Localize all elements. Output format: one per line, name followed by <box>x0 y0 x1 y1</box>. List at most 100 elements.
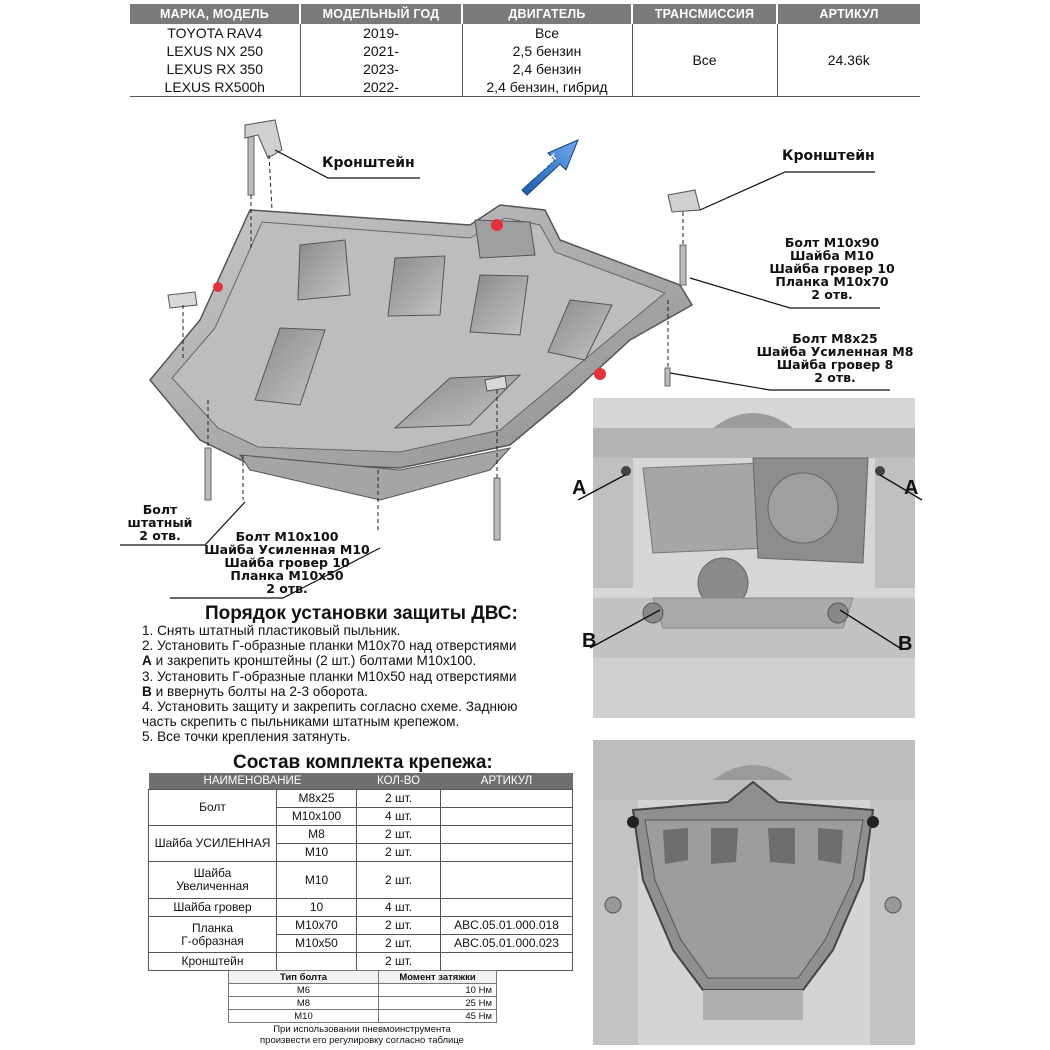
header-engine: ДВИГАТЕЛЬ <box>462 4 633 24</box>
kit-item-name-line: Планка <box>191 920 234 935</box>
install-step: В и ввернуть болты на 2-3 оборота. <box>142 684 592 699</box>
torque-value: 25 Нм <box>378 996 497 1010</box>
model-year: 2022- <box>363 79 399 95</box>
kit-item-size: М8 <box>275 825 358 844</box>
kit-header-qty: КОЛ-ВО <box>356 773 441 790</box>
engine-type: 2,4 бензин, гибрид <box>486 79 608 95</box>
callout-line: Болт М10х100 <box>235 529 339 544</box>
kit-item-size: М10х100 <box>275 807 358 826</box>
kit-item-size: М10 <box>275 861 358 899</box>
kit-item-article <box>440 952 574 971</box>
years-cell: 2019- 2021- 2023- 2022- <box>300 24 463 97</box>
torque-header-type: Тип болта <box>228 970 379 984</box>
kit-item-name: Шайба гровер <box>148 898 277 917</box>
kit-item-article: ABC.05.01.000.018 <box>440 916 574 935</box>
model-name: LEXUS RX500h <box>164 79 265 95</box>
kit-item-name: Шайба Увеличенная <box>148 861 277 899</box>
kit-item-article <box>440 825 574 844</box>
kit-item-qty: 2 шт. <box>356 825 442 844</box>
kit-item-size: М10 <box>275 843 358 862</box>
engines-cell: Все 2,5 бензин 2,4 бензин 2,4 бензин, ги… <box>462 24 633 97</box>
skid-plate-diagram: FRONT <box>120 119 890 599</box>
table-row: Кронштейн 2 шт. <box>148 952 574 971</box>
photo-leader-lines <box>577 474 923 649</box>
install-step: 1. Снять штатный пластиковый пыльник. <box>142 623 401 638</box>
model-name: LEXUS RX 350 <box>166 61 264 77</box>
torque-bolt-type: М6 <box>228 983 379 997</box>
vehicle-table: МАРКА, МОДЕЛЬ МОДЕЛЬНЫЙ ГОД ДВИГАТЕЛЬ ТР… <box>130 4 920 97</box>
callout-line: 2 отв. <box>811 287 853 302</box>
torque-header-moment: Момент затяжки <box>378 970 497 984</box>
torque-note-line: При использовании пневмоинструмента <box>273 1024 451 1035</box>
kit-item-article <box>440 898 574 917</box>
install-step-text: и закрепить кронштейны (2 шт.) болтами М… <box>151 653 477 669</box>
kit-item-article <box>440 843 574 862</box>
photo-label-b-left: B <box>582 630 597 652</box>
kit-item-qty: 4 шт. <box>356 807 442 826</box>
callout-line: Шайба гровер 8 <box>776 357 894 372</box>
kit-item-qty: 2 шт. <box>356 916 442 935</box>
table-row: Шайба Увеличенная М10 2 шт. <box>148 861 574 899</box>
table-row: Болт М8х25 2 шт. <box>148 789 574 826</box>
kit-item-name: Шайба УСИЛЕННАЯ <box>148 825 277 862</box>
callout-line: Шайба гровер 10 <box>224 555 350 570</box>
kit-item-size: М8х25 <box>275 789 358 808</box>
table-row: Шайба УСИЛЕННАЯ М8 2 шт. <box>148 825 574 862</box>
kit-title: Состав комплекта крепежа: <box>233 752 493 773</box>
underside-photo <box>593 398 915 718</box>
table-row: Планка Г-образная М10х70 2 шт. ABC.05.01… <box>148 916 574 953</box>
table-row: Шайба гровер 10 4 шт. <box>148 898 574 917</box>
install-step-text: и ввернуть болты на 2-3 оборота. <box>151 683 368 699</box>
kit-item-name-line: Увеличенная <box>176 879 249 893</box>
callout-line: Планка М10х50 <box>230 568 344 583</box>
table-row: М8 25 Нм <box>228 996 497 1010</box>
engine-type: 2,5 бензин <box>512 43 582 59</box>
torque-value: 10 Нм <box>378 983 497 997</box>
callout-line: 2 отв. <box>266 581 308 596</box>
kit-item-article <box>440 861 574 899</box>
install-step: часть скрепить с пыльниками штатным креп… <box>142 714 460 730</box>
table-row: М6 10 Нм <box>228 983 497 997</box>
hole-label-b: В <box>142 683 152 699</box>
install-step: А и закрепить кронштейны (2 шт.) болтами… <box>142 653 592 668</box>
torque-bolt-type: М8 <box>228 996 379 1010</box>
kit-item-size: 10 <box>275 898 358 917</box>
kit-item-qty: 2 шт. <box>356 843 442 862</box>
model-year: 2021- <box>363 43 399 59</box>
callout-line: Болт М8х25 <box>792 331 878 346</box>
table-row: М10 2 шт. <box>149 843 574 862</box>
kit-header-article: АРТИКУЛ <box>440 773 573 790</box>
kit-header-name: НАИМЕНОВАНИЕ <box>148 773 357 790</box>
callout-line: Болт М10х90 <box>784 235 880 250</box>
engine-type: 2,4 бензин <box>512 61 582 77</box>
article-cell: 24.36k <box>777 24 920 97</box>
skid-plate <box>149 119 701 541</box>
front-arrow: FRONT <box>521 139 579 196</box>
torque-value: 45 Нм <box>378 1009 497 1023</box>
kit-item-name-line: Шайба <box>193 866 232 880</box>
kit-item-qty: 2 шт. <box>356 934 442 953</box>
torque-note-line: произвести его регулировку согласно табл… <box>260 1035 464 1046</box>
kit-item-qty: 2 шт. <box>356 952 442 971</box>
kit-table-header: НАИМЕНОВАНИЕ КОЛ-ВО АРТИКУЛ <box>148 773 573 790</box>
kit-item-size: М10х50 <box>275 934 358 953</box>
photo-label-a-right: A <box>904 477 919 499</box>
photo-label-b-right: B <box>898 633 913 655</box>
kit-item-qty: 2 шт. <box>356 789 442 808</box>
install-steps: 1. Снять штатный пластиковый пыльник. 2.… <box>142 623 592 745</box>
callout-line: Шайба гровер 10 <box>769 261 895 276</box>
header-model: МАРКА, МОДЕЛЬ <box>130 4 301 24</box>
installed-photo <box>593 740 915 1045</box>
callout-line: 2 отв. <box>139 528 181 543</box>
header-article: АРТИКУЛ <box>777 4 920 24</box>
callout-line: Болт <box>142 502 178 517</box>
vehicle-table-row: TOYOTA RAV4 LEXUS NX 250 LEXUS RX 350 LE… <box>130 24 920 97</box>
install-step: 5. Все точки крепления затянуть. <box>142 729 351 745</box>
callout-line: штатный <box>127 515 193 530</box>
engine-type: Все <box>534 25 560 41</box>
header-transmission: ТРАНСМИССИЯ <box>632 4 778 24</box>
install-title: Порядок установки защиты ДВС: <box>205 603 518 624</box>
kit-item-name-line: Г-образная <box>181 933 244 948</box>
callout-line: Шайба Усиленная М8 <box>756 344 914 359</box>
kit-item-size <box>275 952 358 971</box>
